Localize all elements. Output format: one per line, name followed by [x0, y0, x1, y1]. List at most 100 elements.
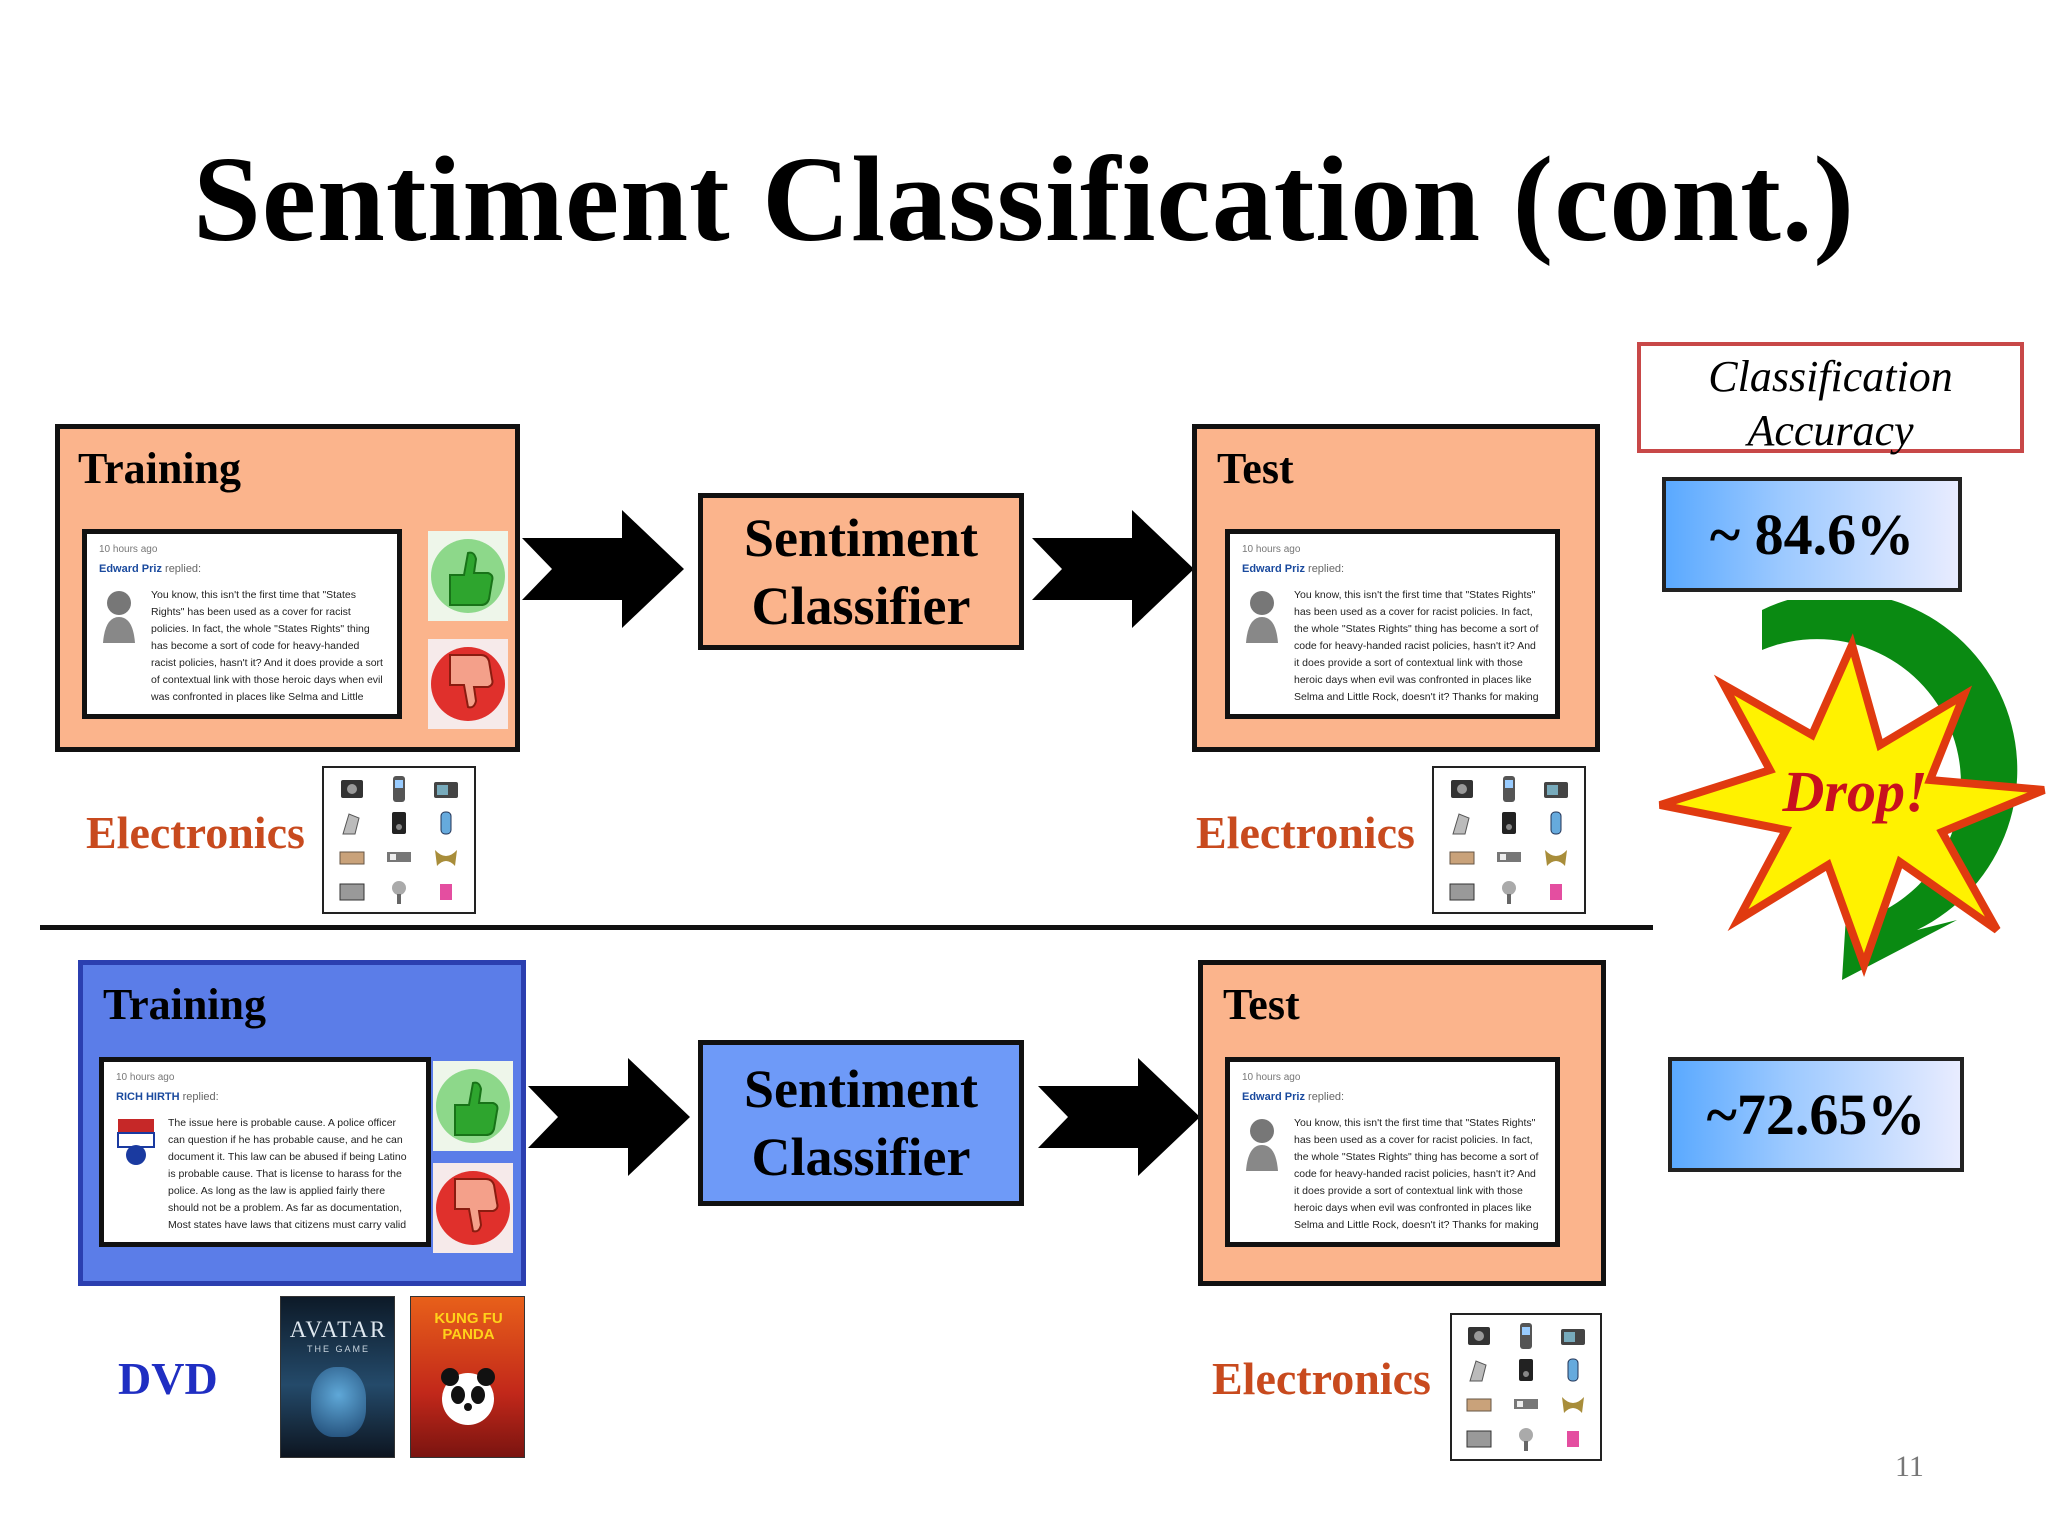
- starburst-shape: [1658, 633, 2046, 977]
- electronics-product-icon: [425, 808, 468, 838]
- comment-text: You know, this isn't the first time that…: [1294, 1117, 1539, 1237]
- kfp-cover-title: KUNG FU PANDA: [434, 1310, 503, 1343]
- electronics-product-icon: [1458, 1389, 1501, 1419]
- comment-user: Edward Priz: [1242, 1091, 1305, 1103]
- electronics-product-icon: [1487, 774, 1530, 804]
- electronics-products-image: [1432, 766, 1586, 914]
- avatar-cover-title: AVATAR: [289, 1317, 388, 1342]
- comment-time: 10 hours ago: [1242, 544, 1301, 555]
- section-divider: [40, 925, 1653, 930]
- electronics-product-icon: [330, 808, 373, 838]
- top-sentiment-classifier: Sentiment Classifier: [698, 493, 1024, 650]
- panda-image: [438, 1367, 498, 1427]
- comment-action: replied:: [1308, 563, 1345, 575]
- top-accuracy-value: ~ 84.6%: [1662, 477, 1962, 592]
- comment-time: 10 hours ago: [99, 544, 158, 555]
- electronics-product-icon: [1487, 876, 1530, 906]
- electronics-product-icon: [425, 876, 468, 906]
- classifier-line-1: Sentiment: [744, 1059, 978, 1119]
- electronics-product-icon: [330, 842, 373, 872]
- comment-user: Edward Priz: [99, 563, 162, 575]
- page-number: 11: [1895, 1450, 1924, 1483]
- classifier-line-1: Sentiment: [744, 507, 978, 568]
- thumbs-down-icon: [428, 639, 508, 729]
- comment-time: 10 hours ago: [1242, 1072, 1301, 1083]
- comment-action: replied:: [165, 563, 202, 575]
- electronics-product-icon: [1458, 1355, 1501, 1385]
- accuracy-header: Classification Accuracy: [1637, 342, 2024, 455]
- top-test-label: Test: [1217, 444, 1294, 493]
- electronics-product-icon: [1535, 876, 1578, 906]
- electronics-product-icon: [1535, 808, 1578, 838]
- electronics-product-icon: [1535, 774, 1578, 804]
- top-test-box: Test 10 hours ago Edward Priz replied: Y…: [1192, 424, 1600, 752]
- bottom-training-box: Training 10 hours ago RICH HIRTH replied…: [78, 960, 526, 1286]
- comment-text: You know, this isn't the first time that…: [151, 589, 383, 709]
- thumbs-up-icon: [428, 531, 508, 621]
- bottom-test-comment: 10 hours ago Edward Priz replied: You kn…: [1225, 1057, 1560, 1247]
- top-test-domain: Electronics: [1196, 807, 1415, 858]
- dvd-cover-avatar: AVATAR THE GAME: [280, 1296, 395, 1458]
- electronics-products-image: [1450, 1313, 1602, 1461]
- avatar-cover-subtitle: THE GAME: [306, 1344, 370, 1354]
- electronics-product-icon: [1458, 1423, 1501, 1453]
- electronics-product-icon: [330, 876, 373, 906]
- bottom-training-comment: 10 hours ago RICH HIRTH replied: The iss…: [99, 1057, 431, 1247]
- electronics-product-icon: [1551, 1389, 1594, 1419]
- comment-user: Edward Priz: [1242, 563, 1305, 575]
- electronics-product-icon: [1551, 1321, 1594, 1351]
- electronics-product-icon: [1440, 842, 1483, 872]
- top-training-comment: 10 hours ago Edward Priz replied: You kn…: [82, 529, 402, 719]
- electronics-product-icon: [377, 808, 420, 838]
- comment-text: You know, this isn't the first time that…: [1294, 589, 1539, 709]
- bottom-training-domain: DVD: [118, 1353, 218, 1404]
- thumbs-up-icon: [433, 1061, 513, 1151]
- avatar-silhouette-icon: [1242, 1115, 1286, 1237]
- top-training-label: Training: [78, 444, 242, 493]
- drop-label: Drop!: [1782, 759, 1928, 824]
- electronics-product-icon: [1505, 1423, 1548, 1453]
- bottom-arrow-2: [1038, 1058, 1200, 1181]
- electronics-product-icon: [1440, 808, 1483, 838]
- bottom-test-box: Test 10 hours ago Edward Priz replied: Y…: [1198, 960, 1606, 1286]
- electronics-product-icon: [330, 774, 373, 804]
- electronics-product-icon: [377, 774, 420, 804]
- electronics-products-image: [322, 766, 476, 914]
- bottom-accuracy-value: ~72.65%: [1668, 1057, 1964, 1172]
- electronics-product-icon: [1505, 1321, 1548, 1351]
- bottom-arrow-1: [528, 1058, 690, 1181]
- bottom-test-domain: Electronics: [1212, 1353, 1431, 1404]
- avatar-face-image: [311, 1367, 366, 1437]
- electronics-product-icon: [425, 842, 468, 872]
- top-arrow-1: [522, 510, 684, 633]
- avatar-cartoon-icon: [116, 1115, 160, 1237]
- electronics-product-icon: [1551, 1423, 1594, 1453]
- comment-action: replied:: [1308, 1091, 1345, 1103]
- electronics-product-icon: [377, 842, 420, 872]
- comment-time: 10 hours ago: [116, 1072, 175, 1083]
- electronics-product-icon: [1440, 876, 1483, 906]
- top-training-box: Training 10 hours ago Edward Priz replie…: [55, 424, 520, 752]
- classifier-line-2: Classifier: [751, 1127, 971, 1187]
- comment-action: replied:: [182, 1091, 219, 1103]
- avatar-silhouette-icon: [99, 587, 143, 709]
- bottom-training-label: Training: [103, 980, 267, 1029]
- electronics-product-icon: [1487, 808, 1530, 838]
- avatar-silhouette-icon: [1242, 587, 1286, 709]
- electronics-product-icon: [1487, 842, 1530, 872]
- slide-title: Sentiment Classification (cont.): [193, 132, 1855, 267]
- comment-text: The issue here is probable cause. A poli…: [168, 1117, 407, 1237]
- top-arrow-2: [1032, 510, 1194, 633]
- electronics-product-icon: [1535, 842, 1578, 872]
- bottom-test-label: Test: [1223, 980, 1300, 1029]
- top-test-comment: 10 hours ago Edward Priz replied: You kn…: [1225, 529, 1560, 719]
- classifier-line-2: Classifier: [751, 575, 971, 636]
- thumbs-down-icon: [433, 1163, 513, 1253]
- electronics-product-icon: [377, 876, 420, 906]
- drop-indicator: Drop!: [1652, 592, 2048, 995]
- electronics-product-icon: [1440, 774, 1483, 804]
- bottom-sentiment-classifier: Sentiment Classifier: [698, 1040, 1024, 1206]
- electronics-product-icon: [1505, 1355, 1548, 1385]
- comment-user: RICH HIRTH: [116, 1091, 180, 1103]
- electronics-product-icon: [425, 774, 468, 804]
